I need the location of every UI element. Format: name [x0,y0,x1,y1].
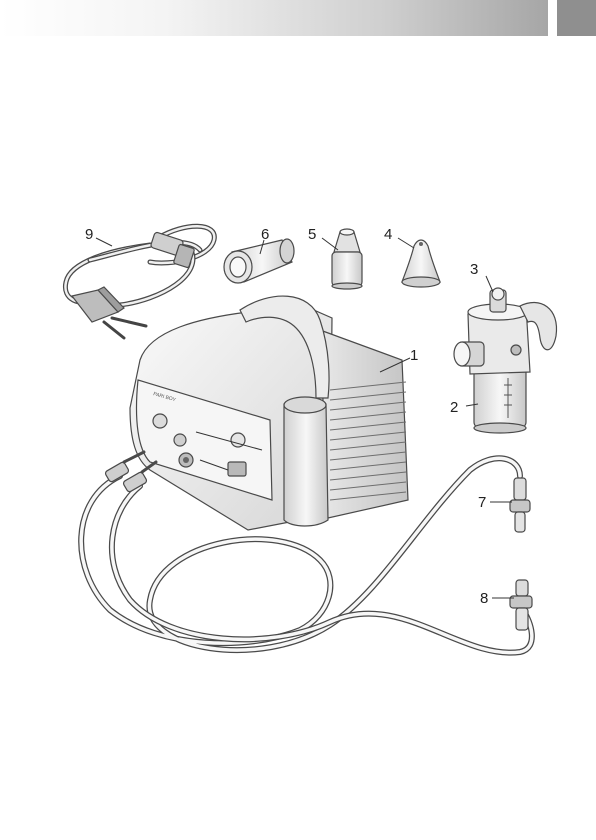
nosepiece [332,229,362,289]
air-filter-knob [153,414,167,428]
callout-5: 5 [308,226,316,243]
callout-2: 2 [450,399,458,416]
callout-8: 8 [480,590,488,607]
callout-3: 3 [470,261,478,278]
nebulizer [454,288,557,433]
callout-9: 9 [85,226,93,243]
power-switch [228,462,246,476]
compressor-unit: PARI BOY [130,296,408,530]
callout-1: 1 [410,347,418,364]
connector-7 [510,478,530,532]
mouthpiece [224,239,294,283]
callout-6: 6 [261,226,269,243]
callout-4: 4 [384,226,392,243]
air-outlet-connector [174,434,186,446]
power-cable [65,226,214,338]
callout-7: 7 [478,494,486,511]
mains-plug [72,287,146,338]
cone-piece [402,240,440,287]
